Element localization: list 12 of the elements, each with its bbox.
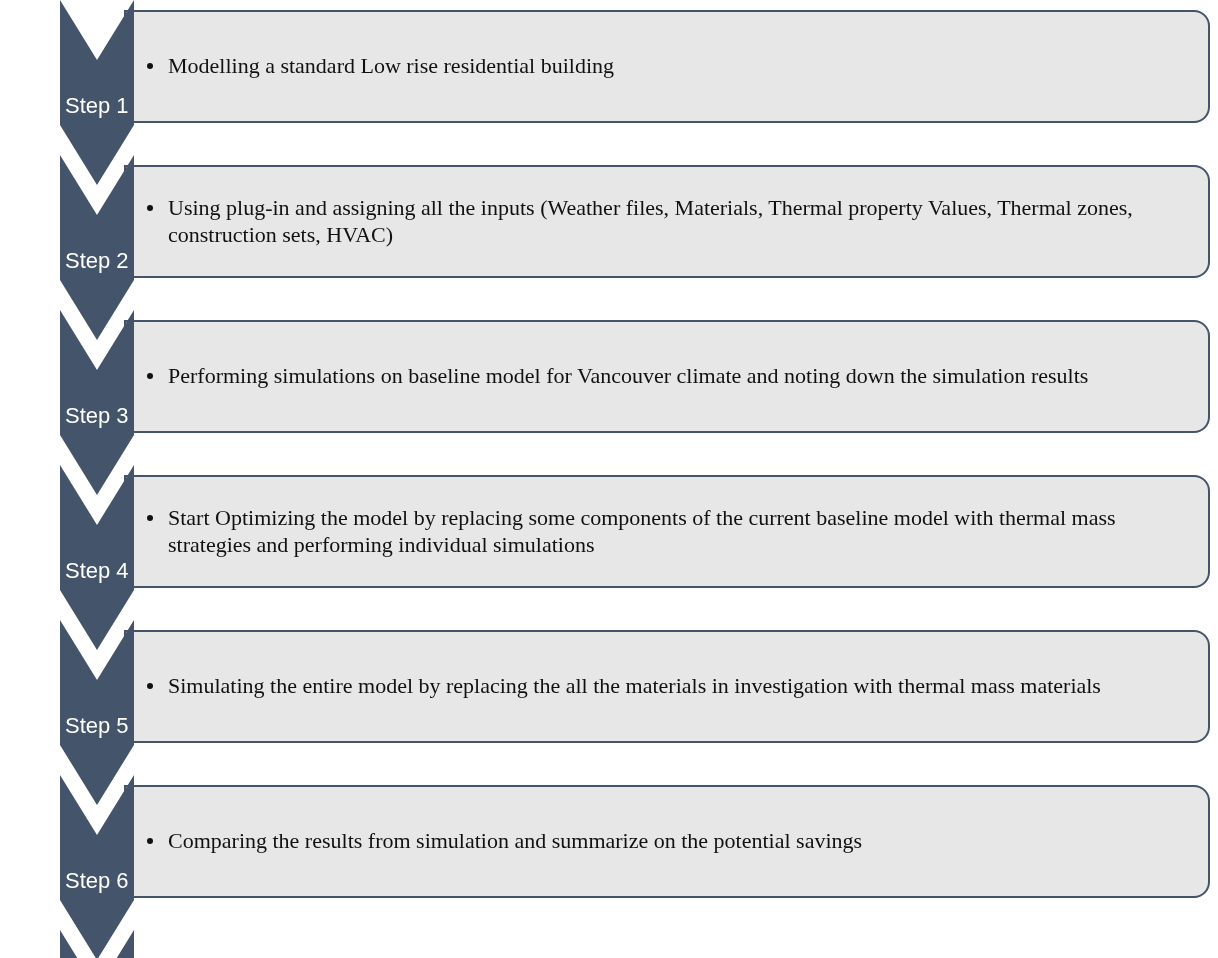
step-description: Modelling a standard Low rise residential building [168,53,614,79]
step-description: Performing simulations on baseline model for Vancouver climate and noting down the simulation results [168,363,1089,389]
step-description: Comparing the results from simulation and summarize on the potential savings [168,828,863,854]
step-label: Step 6 [65,869,129,894]
step-description: Using plug-in and assigning all the inputs (Weather files, Materials, Thermal property Values, Thermal zones, construction sets, HVAC) [168,195,1133,247]
step-label: Step 4 [65,559,129,584]
step-label: Step 2 [65,249,129,274]
step-label: Step 1 [65,94,129,119]
step-description: Start Optimizing the model by replacing some components of the current baseline model with thermal mass strategies and performing individual simulations [168,505,1116,557]
step-label: Step 3 [65,404,129,429]
step-description: Simulating the entire model by replacing the all the materials in investigation with thermal mass materials [168,673,1101,699]
step-label: Step 5 [65,714,129,739]
